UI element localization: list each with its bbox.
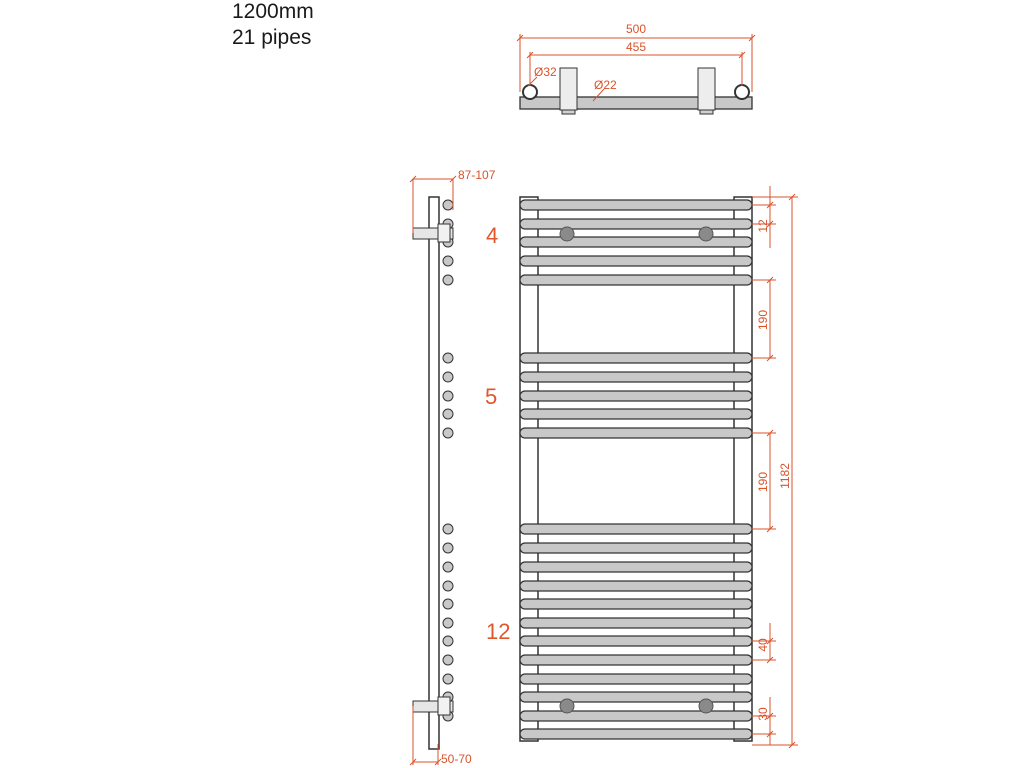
top-bracket: [697, 67, 716, 111]
tick: [766, 712, 774, 720]
side-rail: [428, 196, 440, 750]
tick: [766, 276, 774, 284]
pipe: [519, 561, 753, 573]
tick: [766, 730, 774, 738]
pipe: [519, 691, 753, 703]
dim-depth-top: 87-107: [458, 168, 496, 182]
side-pipe: [442, 561, 454, 573]
tick: [409, 758, 417, 766]
tick: [788, 741, 796, 749]
pipe: [519, 408, 753, 420]
pipe: [519, 654, 753, 666]
pipe: [519, 371, 753, 383]
side-bracket-cap: [437, 223, 451, 243]
pipe: [519, 635, 753, 647]
pipe: [519, 236, 753, 248]
leader-32: [527, 76, 538, 87]
group-count-top: 4: [486, 223, 498, 248]
pipe: [519, 390, 753, 402]
tick: [449, 175, 457, 183]
pipe: [519, 255, 753, 267]
side-pipe: [442, 199, 454, 211]
dim-pipe-diameter: Ø22: [594, 78, 617, 92]
pipe: [519, 352, 753, 364]
pipe: [519, 710, 753, 722]
side-pipe: [442, 580, 454, 592]
pipe: [519, 580, 753, 592]
size-label: 1200mm: [232, 0, 314, 23]
tick: [748, 34, 756, 42]
side-pipe: [442, 274, 454, 286]
pipe: [519, 218, 753, 230]
group-count-bottom: 12: [486, 619, 510, 644]
group-count-middle: 5: [485, 384, 497, 409]
pipe: [519, 728, 753, 740]
side-pipe: [442, 352, 454, 364]
top-bracket-base: [561, 109, 576, 115]
wall-mount: [698, 698, 714, 714]
dim-width-centers: 455: [626, 40, 646, 54]
tick: [738, 51, 746, 59]
pipe: [519, 617, 753, 629]
dim-bottom-offset: 30: [756, 707, 770, 721]
wall-mount: [559, 226, 575, 242]
side-pipe: [442, 598, 454, 610]
top-rail-left: [522, 84, 538, 100]
pipe: [519, 598, 753, 610]
drawing-structure: [412, 67, 753, 750]
tick: [516, 34, 524, 42]
leader-22: [592, 88, 605, 102]
dim-width-outer: 500: [626, 22, 646, 36]
top-bracket-base: [699, 109, 714, 115]
side-pipe: [442, 635, 454, 647]
pipe: [519, 199, 753, 211]
dim-bottom-spacing: 40: [756, 638, 770, 652]
tick: [409, 175, 417, 183]
wall-mount: [698, 226, 714, 242]
top-bracket: [559, 67, 578, 111]
tick: [766, 656, 774, 664]
dim-total-height: 1182: [778, 463, 792, 489]
pipe: [519, 427, 753, 439]
side-pipe: [442, 255, 454, 267]
side-pipe: [442, 390, 454, 402]
tick: [526, 51, 534, 59]
pipe: [519, 673, 753, 685]
pipe: [519, 523, 753, 535]
dim-depth-bottom: 50-70: [441, 752, 472, 766]
tick: [434, 758, 442, 766]
top-pipe: [519, 96, 753, 110]
tick: [766, 220, 774, 228]
side-pipe: [442, 523, 454, 535]
pipe: [519, 542, 753, 554]
side-bracket: [412, 227, 454, 240]
side-bracket-cap: [437, 696, 451, 716]
dim-pipe-gap: 12: [756, 219, 770, 233]
side-pipe: [442, 427, 454, 439]
tick: [766, 525, 774, 533]
tick: [766, 637, 774, 645]
top-rail-right: [734, 84, 750, 100]
side-pipe: [442, 654, 454, 666]
dim-gap-upper: 190: [756, 310, 770, 330]
dim-rail-diameter: Ø32: [534, 65, 557, 79]
tick: [766, 201, 774, 209]
side-pipe: [442, 673, 454, 685]
side-pipe: [442, 371, 454, 383]
side-pipe: [442, 408, 454, 420]
dim-gap-lower: 190: [756, 472, 770, 492]
wall-mount: [559, 698, 575, 714]
side-pipe: [442, 617, 454, 629]
pipe-count-label: 21 pipes: [232, 26, 312, 49]
pipe: [519, 274, 753, 286]
tick: [788, 193, 796, 201]
side-pipe: [442, 542, 454, 554]
tick: [766, 429, 774, 437]
dimension-marks: [409, 34, 798, 766]
tick: [766, 354, 774, 362]
